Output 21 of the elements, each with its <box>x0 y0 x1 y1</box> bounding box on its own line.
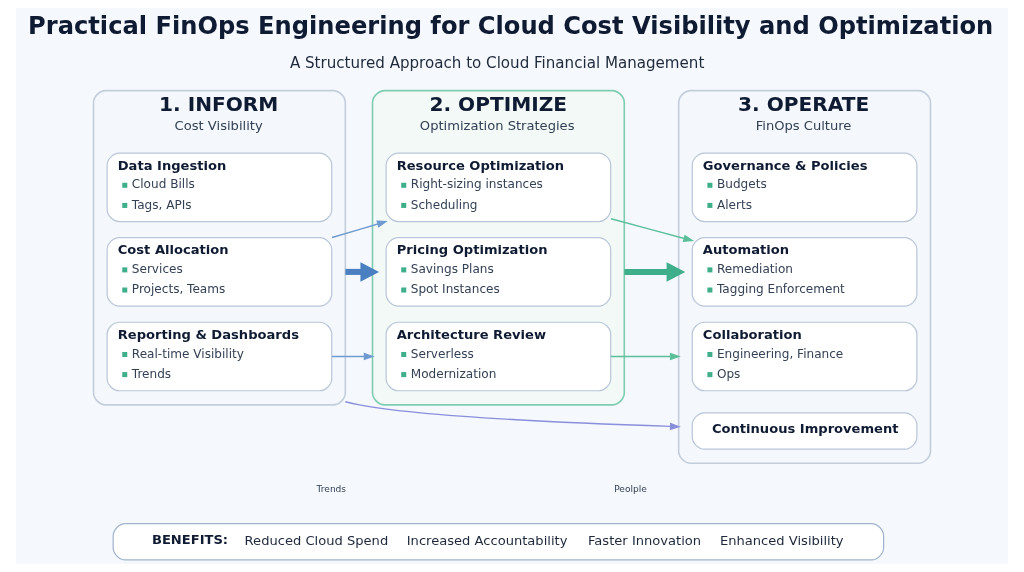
node-box: Collaboration Engineering, Finance Ops <box>691 321 918 392</box>
arrow <box>331 220 388 239</box>
arrow <box>624 262 686 282</box>
node-box: Architecture Review Serverless Modernization <box>385 321 612 392</box>
node-box: Pricing Optimization Savings Plans Spot Instances <box>385 237 612 307</box>
node-box: BENEFITS: Reduced Cloud Spend Increased Accountability Faster Innovation Enhanced Visibility <box>112 523 885 561</box>
node-box: Governance & Policies Budgets Alerts <box>691 152 918 223</box>
node-box: Automation Remediation Tagging Enforcement <box>691 237 918 307</box>
node-box: Continuous Improvement <box>691 412 918 450</box>
node-box: Reporting & Dashboards Real-time Visibility Trends <box>106 321 333 392</box>
label: Peolple <box>614 483 647 494</box>
arrow <box>610 218 695 242</box>
label: A Structured Approach to Cloud Financial Management <box>289 53 705 72</box>
node-box: Data Ingestion Cloud Bills Tags, APIs <box>106 152 333 223</box>
arrow <box>610 352 681 361</box>
arrow <box>344 401 681 431</box>
diagram-title: Practical FinOps Engineering for Cloud Cost Visibility and Optimization <box>28 12 994 41</box>
node-box: Cost Allocation Services Projects, Teams <box>106 237 333 307</box>
label: Trends <box>316 483 347 494</box>
arrow <box>331 352 375 361</box>
node-box: Resource Optimization Right-sizing instances Scheduling <box>385 152 612 223</box>
